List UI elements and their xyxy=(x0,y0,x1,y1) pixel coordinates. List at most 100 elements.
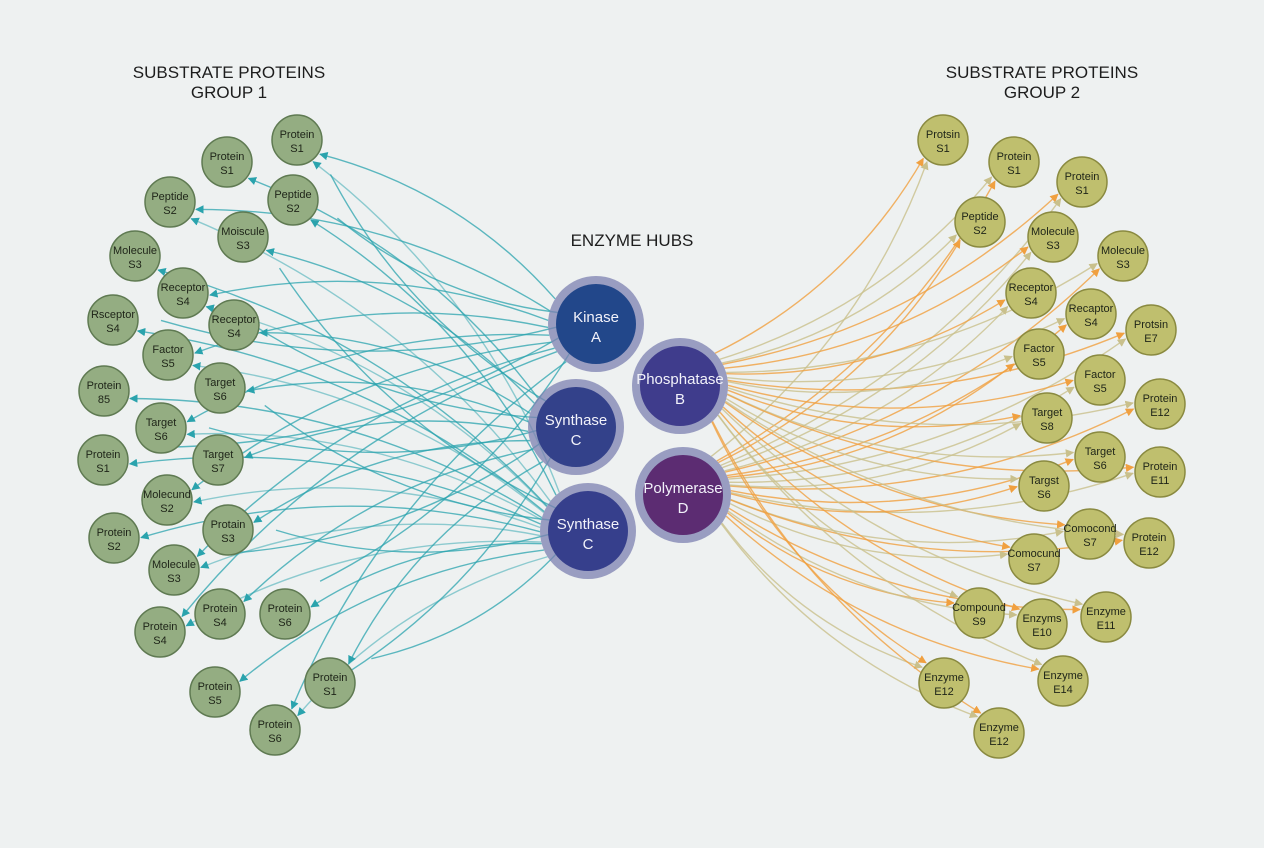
node-label-line1: Protein xyxy=(313,672,348,684)
node-circle xyxy=(259,588,311,640)
node-circle xyxy=(141,474,193,526)
node-circle xyxy=(1037,655,1089,707)
edge-right xyxy=(710,160,929,457)
edge-left xyxy=(259,328,531,414)
hub-core xyxy=(643,455,723,535)
node-label-line2: E12 xyxy=(989,736,1009,748)
right-group-title-line1: SUBSTRATE PROTEINS xyxy=(946,63,1138,82)
edge-left xyxy=(319,151,556,300)
node-label-line1: Protsin xyxy=(1134,319,1168,331)
node-label-line1: Enzyme xyxy=(979,722,1019,734)
node-circle xyxy=(1005,267,1057,319)
node-label-line1: Moiscule xyxy=(221,226,264,238)
edge-right xyxy=(718,239,961,464)
hub-label-line1: Phosphatase xyxy=(636,371,724,388)
edge-left xyxy=(253,439,530,523)
node-label-line2: S4 xyxy=(227,328,240,340)
hub-core xyxy=(548,491,628,571)
node-label-line1: Enzyms xyxy=(1022,613,1062,625)
node-label-line2: S2 xyxy=(160,503,173,515)
edge-right xyxy=(725,268,1100,473)
node-label-line2: S2 xyxy=(107,541,120,553)
nodes-layer: ProteinS1ProteinS1PeptideS2PeptideS2Mois… xyxy=(77,114,1186,759)
edge-left xyxy=(193,487,541,529)
node-label-line2: S3 xyxy=(128,259,141,271)
node-circle xyxy=(1134,446,1186,498)
right-group-title-line2: GROUP 2 xyxy=(1004,83,1080,102)
edge-left xyxy=(310,219,557,496)
node-label-line2: E14 xyxy=(1053,684,1073,696)
node-label-line2: S7 xyxy=(1027,562,1040,574)
edge-left xyxy=(371,544,566,660)
edge-left xyxy=(186,429,542,521)
left-group-title-line2: GROUP 1 xyxy=(191,83,267,102)
node-circle xyxy=(201,136,253,188)
edge-left xyxy=(265,248,535,404)
node-circle xyxy=(1080,591,1132,643)
edge-right xyxy=(719,176,993,360)
node-label-line1: Protein xyxy=(1132,532,1167,544)
edge-right xyxy=(724,246,1029,369)
node-label-line1: Protein xyxy=(97,527,132,539)
node-label-line1: Protein xyxy=(210,151,245,163)
node-label-line2: S6 xyxy=(213,391,226,403)
node-label-line1: Comocund xyxy=(1007,548,1060,560)
node-label-line2: E7 xyxy=(1144,333,1157,345)
